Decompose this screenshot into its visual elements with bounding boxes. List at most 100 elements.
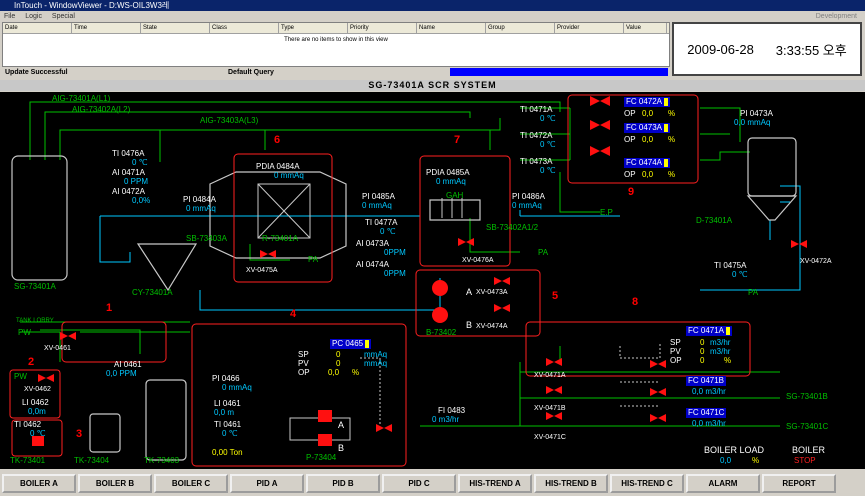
soot-blower-b-label: SB-73402A1/2: [486, 223, 539, 232]
fc0472a-tag[interactable]: FC 0472A: [624, 97, 671, 107]
col-group[interactable]: Group: [486, 23, 555, 33]
pi0466-value: 0 mmAq: [222, 383, 252, 392]
alarm-grid[interactable]: Date Time State Class Type Priority Name…: [2, 22, 670, 67]
pi0485a-name: PI 0485A: [362, 192, 395, 201]
col-state[interactable]: State: [141, 23, 210, 33]
fc0473a-tag[interactable]: FC 0473A: [624, 123, 671, 133]
fc0471c-tag[interactable]: FC 0471C: [686, 408, 727, 418]
col-priority[interactable]: Priority: [348, 23, 417, 33]
alarm-grid-header: Date Time State Class Type Priority Name…: [3, 23, 669, 34]
boiler-a-button[interactable]: BOILER A: [2, 474, 76, 493]
pid-c-button[interactable]: PID C: [382, 474, 456, 493]
ti0473a-name: TI 0473A: [520, 157, 553, 166]
pa-label-1: PA: [308, 255, 319, 264]
fc0473a-tag-label: FC 0473A: [626, 123, 663, 132]
boiler-c-button[interactable]: BOILER C: [154, 474, 228, 493]
menu-file[interactable]: File: [4, 13, 16, 20]
ti0461-value: 0 ℃: [222, 429, 238, 438]
fc0474a-tag[interactable]: FC 0474A: [624, 158, 671, 168]
fc0471a-sp-label: SP: [670, 338, 681, 347]
fc0471a-tag[interactable]: FC 0471A: [686, 326, 733, 336]
col-provider[interactable]: Provider: [555, 23, 624, 33]
pc0465-sp-unit: mmAq: [364, 350, 388, 359]
pump-p73404-label: P-73404: [306, 453, 337, 462]
li0461-value: 0,0 m: [214, 408, 235, 417]
nav-footer: BOILER A BOILER B BOILER C PID A PID B P…: [0, 471, 865, 496]
pdia0485a-name: PDIA 0485A: [426, 168, 470, 177]
menu-development[interactable]: Development: [815, 13, 857, 20]
fc0473a-op-label: OP: [624, 135, 636, 144]
li0461-name: LI 0461: [214, 399, 241, 408]
section-number-7: 7: [454, 134, 461, 146]
pi0484a-value: 0 mmAq: [186, 204, 216, 213]
fc0471b-tag[interactable]: FC 0471B: [686, 376, 727, 386]
ti0476a-name: TI 0476A: [112, 149, 145, 158]
alarm-empty-message: There are no items to show in this view: [284, 37, 388, 43]
col-value[interactable]: Value: [624, 23, 667, 33]
ai0471a-name: AI 0471A: [112, 168, 145, 177]
sg73401c-label: SG-73401C: [786, 422, 829, 431]
menu-special[interactable]: Special: [51, 13, 75, 20]
ti0475a-value: 0 ℃: [732, 270, 748, 279]
aig-line-2: AIG-73402A(L2): [72, 105, 131, 114]
process-lines: [9, 94, 807, 467]
boiler-load-unit: %: [752, 456, 760, 465]
pc0465-sp-label: SP: [298, 350, 309, 359]
section-number-6: 6: [274, 134, 281, 146]
ti0475a-name: TI 0475A: [714, 261, 747, 270]
ti0473a-value: 0 ℃: [540, 166, 556, 175]
pi0486a-name: PI 0486A: [512, 192, 545, 201]
alarm-button[interactable]: ALARM: [686, 474, 760, 493]
boiler-b-button[interactable]: BOILER B: [78, 474, 152, 493]
fc0471a-sp-value: 0: [700, 338, 705, 347]
dryer-label: D-73401A: [696, 216, 733, 225]
his-trend-b-button[interactable]: HIS-TREND B: [534, 474, 608, 493]
fc0472a-op-label: OP: [624, 109, 636, 118]
pc0465-pv-unit: mmAq: [364, 359, 388, 368]
col-date[interactable]: Date: [3, 23, 72, 33]
menu-logic[interactable]: Logic: [25, 13, 42, 20]
col-time[interactable]: Time: [72, 23, 141, 33]
col-name[interactable]: Name: [417, 23, 486, 33]
pc0465-op-label: OP: [298, 368, 310, 377]
fc0474a-tag-label: FC 0474A: [626, 158, 663, 167]
pa-label-3: PA: [748, 288, 759, 297]
col-type[interactable]: Type: [279, 23, 348, 33]
pid-a-button[interactable]: PID A: [230, 474, 304, 493]
gah-label: GAH: [446, 191, 464, 200]
his-trend-c-button[interactable]: HIS-TREND C: [610, 474, 684, 493]
section-number-5: 5: [552, 290, 559, 302]
pc0465-op-value: 0,0: [328, 368, 340, 377]
ai0472a-name: AI 0472A: [112, 187, 145, 196]
aig-line-1: AIG-73401A(L1): [52, 94, 111, 103]
fc0473a-op-unit: %: [668, 135, 676, 144]
ti0472a-value: 0 ℃: [540, 140, 556, 149]
ai0473a-value: 0PPM: [384, 248, 406, 257]
fc0471a-pv-unit: m3/hr: [710, 347, 731, 356]
pid-b-button[interactable]: PID B: [306, 474, 380, 493]
boiler-status-value: STOP: [794, 456, 816, 465]
fc0473a-indicator: [664, 123, 669, 132]
valve-xv0462-label: XV-0462: [24, 386, 51, 393]
pc0465-pv-label: PV: [298, 359, 309, 368]
pc0465-sp-value: 0: [336, 350, 341, 359]
pdia0484a-value: 0 mmAq: [274, 171, 304, 180]
ti0471a-value: 0 ℃: [540, 114, 556, 123]
query-name[interactable]: Default Query: [228, 69, 274, 76]
section-number-3: 3: [76, 428, 83, 440]
report-button[interactable]: REPORT: [762, 474, 836, 493]
col-class[interactable]: Class: [210, 23, 279, 33]
ti0476a-value: 0 ℃: [132, 158, 148, 167]
ai0461-value: 0,0 PPM: [106, 369, 137, 378]
ai0473a-name: AI 0473A: [356, 239, 389, 248]
section-number-8: 8: [632, 296, 639, 308]
boiler-load-label: BOILER LOAD: [704, 445, 765, 455]
ai0461-name: AI 0461: [114, 360, 142, 369]
pump-a-label: A: [338, 420, 345, 430]
fc0471a-op-unit: %: [724, 356, 732, 365]
pc0465-tag[interactable]: PC 0465: [330, 339, 372, 349]
scada-diagram: AIG-73401A(L1) AIG-73402A(L2) AIG-73403A…: [0, 92, 865, 469]
fc0471a-indicator: [726, 326, 731, 335]
his-trend-a-button[interactable]: HIS-TREND A: [458, 474, 532, 493]
ai0472a-value: 0,0%: [132, 196, 151, 205]
